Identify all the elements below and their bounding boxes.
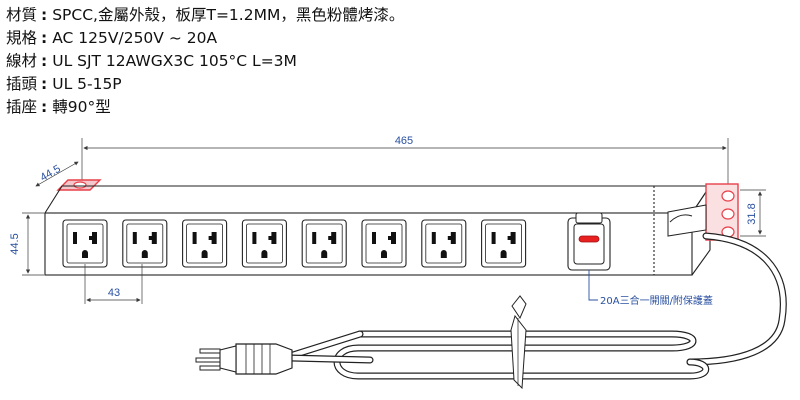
dimension-body-height-label: 44.5 — [9, 233, 21, 254]
outlet-slot-left — [192, 232, 197, 244]
outlet-ground-hole — [201, 250, 208, 258]
spec-row-plug: 插頭:UL 5-15P — [6, 73, 404, 96]
outlet-slot-right — [148, 232, 157, 244]
spec-label: 材質 — [6, 6, 38, 24]
switch-callout: 20A三合一開關/附保護蓋 — [588, 270, 713, 307]
outlet-slot-left — [372, 232, 376, 244]
spec-value: 轉90°型 — [52, 98, 111, 116]
spec-colon: : — [41, 6, 48, 24]
outlet — [62, 219, 108, 268]
outlet-slot-left — [491, 232, 496, 244]
outlet-slot-right — [388, 232, 396, 244]
spec-label: 規格 — [6, 29, 38, 47]
outlet-slot-right — [208, 232, 217, 244]
spec-value: UL 5-15P — [52, 75, 122, 93]
spec-value: SPCC,金屬外殼，板厚T=1.2MM，黑色粉體烤漆。 — [52, 6, 405, 24]
spec-row-cable: 線材:UL SJT 12AWGX3C 105°C L=3M — [6, 50, 404, 73]
outlet-ground-hole — [381, 250, 387, 258]
outlet-ground-hole — [500, 250, 507, 258]
outlet — [361, 219, 407, 268]
outlet-ground-hole — [440, 250, 447, 258]
outlet — [122, 219, 168, 268]
dimension-outlet-pitch: 43 — [84, 264, 143, 304]
outlet-slot-right — [447, 232, 456, 244]
spec-colon: : — [41, 29, 48, 47]
outlet-slot-right — [507, 232, 516, 244]
dimension-outlet-pitch-label: 43 — [108, 287, 120, 299]
spec-colon: : — [41, 52, 48, 70]
spec-value: AC 125V/250V ~ 20A — [52, 29, 218, 47]
outlet-ground-hole — [141, 250, 148, 258]
dimension-total-length: 465 — [81, 135, 729, 186]
spec-value: UL SJT 12AWGX3C 105°C L=3M — [52, 52, 297, 70]
outlet-slot-right — [89, 232, 97, 244]
switch-callout-label: 20A三合一開關/附保護蓋 — [600, 294, 713, 307]
outlet — [301, 219, 347, 268]
outlet-slot-left — [431, 232, 436, 244]
spec-row-socket: 插座:轉90°型 — [6, 96, 404, 119]
dimension-total-length-label: 465 — [395, 135, 413, 147]
outlet-slot-left — [132, 232, 137, 244]
cable-tie — [510, 295, 527, 390]
switch-lamp — [578, 235, 600, 243]
outlet — [241, 219, 287, 268]
dimension-bracket-width-label: 31.8 — [746, 203, 758, 224]
plug-prong-ground — [195, 357, 221, 363]
spec-label: 插座 — [6, 98, 38, 116]
power-cable — [286, 232, 787, 380]
outlet-slot-right — [328, 232, 337, 244]
outlet-ground-hole — [261, 250, 268, 258]
dimension-body-height: 44.5 — [9, 212, 44, 276]
spec-label: 線材 — [6, 52, 38, 70]
spec-colon: : — [41, 98, 48, 116]
plug — [195, 343, 293, 375]
outlet — [182, 219, 228, 268]
right-mounting-bracket — [667, 183, 739, 241]
outlet-slot-left — [73, 232, 77, 244]
outlet-ground-hole — [82, 250, 88, 258]
outlet-slot-right — [268, 232, 277, 244]
outlet — [421, 219, 467, 268]
switch-with-cover — [567, 212, 611, 271]
outlet-slot-left — [312, 232, 317, 244]
dimension-bracket-width: 31.8 — [740, 189, 766, 237]
outlet — [481, 219, 527, 268]
plug-prong-bottom — [199, 365, 221, 371]
spec-row-material: 材質:SPCC,金屬外殼，板厚T=1.2MM，黑色粉體烤漆。 — [6, 4, 404, 27]
outlet-row — [62, 219, 527, 268]
spec-row-rating: 規格:AC 125V/250V ~ 20A — [6, 27, 404, 50]
plug-prong-top — [199, 348, 221, 354]
dimension-bracket-angle-label: 44.5 — [38, 163, 63, 184]
spec-list: 材質:SPCC,金屬外殼，板厚T=1.2MM，黑色粉體烤漆。 規格:AC 125… — [6, 4, 404, 119]
outlet-ground-hole — [321, 250, 328, 258]
outlet-slot-left — [252, 232, 257, 244]
spec-colon: : — [41, 75, 48, 93]
left-mounting-bracket — [56, 179, 102, 191]
spec-label: 插頭 — [6, 75, 38, 93]
